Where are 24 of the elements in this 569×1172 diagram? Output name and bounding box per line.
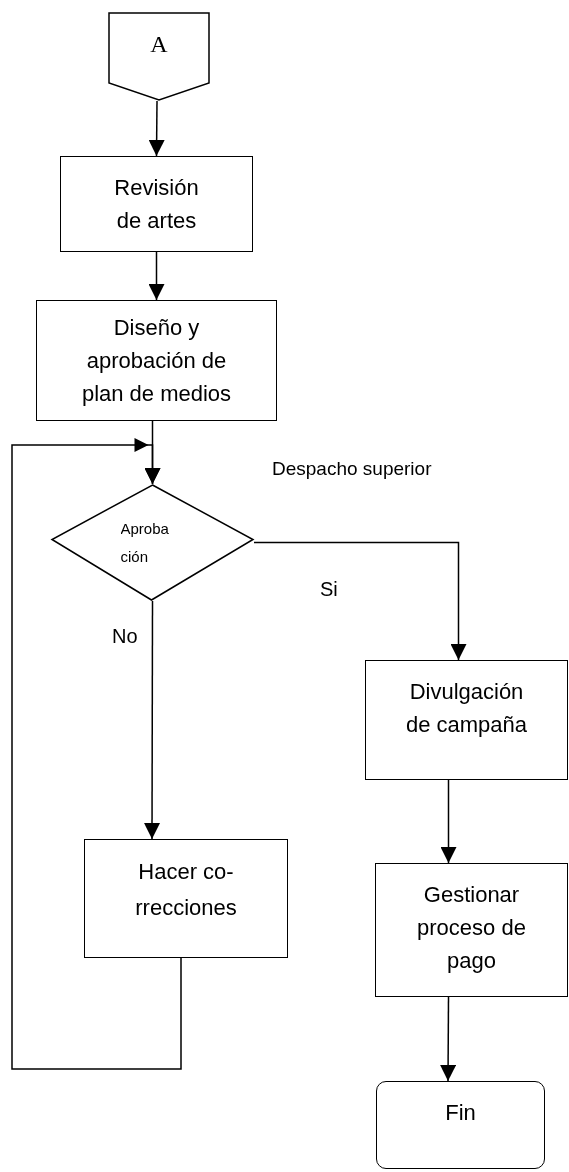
arrow xyxy=(148,251,165,301)
arrow xyxy=(148,100,165,157)
process-box xyxy=(84,839,288,958)
arrow xyxy=(253,541,467,661)
arrow xyxy=(440,996,457,1082)
off-page-connector xyxy=(108,12,210,101)
terminator-box xyxy=(376,1081,545,1169)
arrow xyxy=(11,438,182,1070)
arrow xyxy=(440,779,457,864)
annotation-text: Despacho superior xyxy=(272,457,432,481)
decision-diamond xyxy=(51,484,254,601)
node-label: Gestionar proceso de pago xyxy=(416,881,527,975)
node-label: Divulgación de campaña xyxy=(404,678,529,739)
node-label: Fin xyxy=(445,1099,476,1127)
process-box xyxy=(60,156,253,252)
process-box xyxy=(375,863,568,997)
node-label: Aproba ción xyxy=(120,518,170,567)
node-label: A xyxy=(150,30,168,59)
node-label: Hacer co- rrecciones xyxy=(134,858,238,922)
node-label: Revisión de artes xyxy=(113,174,200,235)
process-box xyxy=(365,660,568,780)
process-box xyxy=(36,300,277,421)
node-label: Diseño y aprobación de plan de medios xyxy=(80,314,233,408)
arrow xyxy=(144,600,161,840)
